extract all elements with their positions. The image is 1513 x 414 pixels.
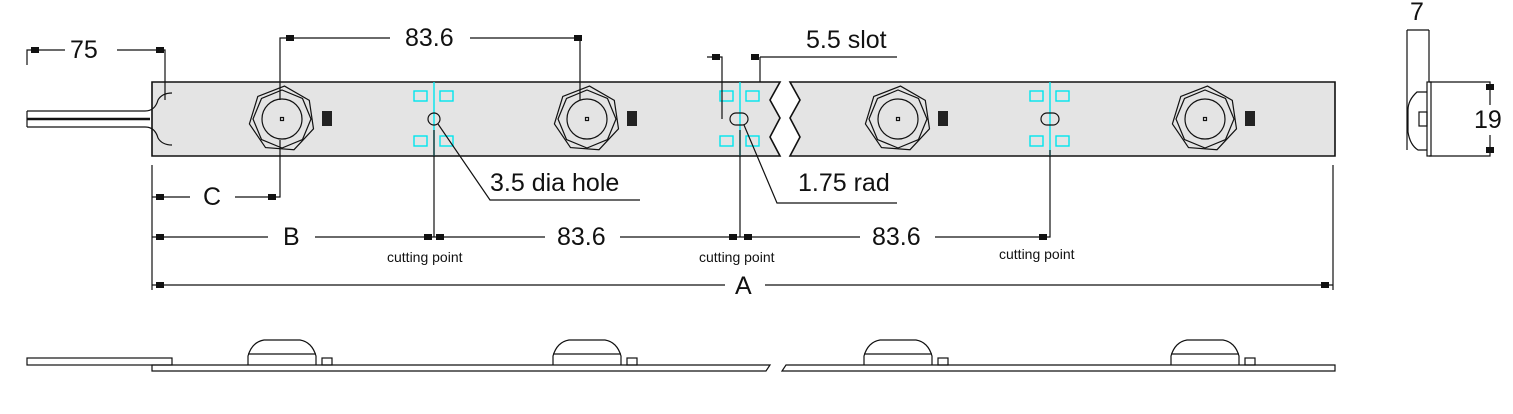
dim-b-label: B xyxy=(283,223,300,251)
dim-c-label: C xyxy=(203,183,221,211)
dim-a-label: A xyxy=(735,272,752,300)
slot-label: 5.5 slot xyxy=(806,26,887,54)
dimension-tick xyxy=(744,234,752,240)
dimension-tick xyxy=(156,194,164,200)
pitch-1-label: 83.6 xyxy=(557,223,606,251)
dimension-tick xyxy=(1039,234,1047,240)
led-side-profile xyxy=(863,339,949,366)
cutting-point-label: cutting point xyxy=(699,249,775,265)
led-side-profile xyxy=(247,339,333,366)
mounting-slot xyxy=(1040,112,1060,126)
dimension-tick xyxy=(1486,147,1494,153)
dimension-tick xyxy=(286,35,294,41)
resistor xyxy=(627,111,637,126)
width-label: 19 xyxy=(1474,106,1502,134)
hole-label: 3.5 dia hole xyxy=(490,169,619,197)
led-side-profile xyxy=(1170,339,1256,366)
pitch-top-label: 83.6 xyxy=(405,24,454,52)
strip-side-view xyxy=(26,339,1336,372)
led-module xyxy=(1171,85,1255,151)
thickness-label: 7 xyxy=(1410,0,1424,26)
wire-lead xyxy=(26,92,173,146)
mounting-hole xyxy=(427,112,441,126)
cutting-guide xyxy=(1029,82,1070,156)
dimension-tick xyxy=(31,47,39,53)
dimension-tick xyxy=(1321,282,1329,288)
led-module xyxy=(553,85,637,151)
dimension-tick xyxy=(1486,84,1494,90)
mounting-slot xyxy=(729,112,749,126)
dimension-tick xyxy=(729,234,737,240)
dimension-tick xyxy=(156,282,164,288)
led-module xyxy=(248,85,332,151)
cutting-point-label: cutting point xyxy=(999,246,1075,262)
resistor xyxy=(1245,111,1255,126)
strip-end-view xyxy=(1407,81,1432,157)
dimension-tick xyxy=(712,54,720,60)
dimension-tick xyxy=(424,234,432,240)
dimension-tick xyxy=(268,194,276,200)
pitch-2-label: 83.6 xyxy=(872,223,921,251)
dimension-tick xyxy=(436,234,444,240)
lead-length-label: 75 xyxy=(70,36,98,64)
strip-top-view xyxy=(26,81,1336,157)
led-module xyxy=(864,85,948,151)
radius-label: 1.75 rad xyxy=(798,169,890,197)
cutting-point-label: cutting point xyxy=(387,249,463,265)
resistor xyxy=(938,111,948,126)
dimension-tick xyxy=(156,47,164,53)
dimension-tick xyxy=(156,234,164,240)
dimension-tick xyxy=(574,35,582,41)
resistor xyxy=(322,111,332,126)
led-side-profile xyxy=(552,339,638,366)
dimension-tick xyxy=(751,54,759,60)
